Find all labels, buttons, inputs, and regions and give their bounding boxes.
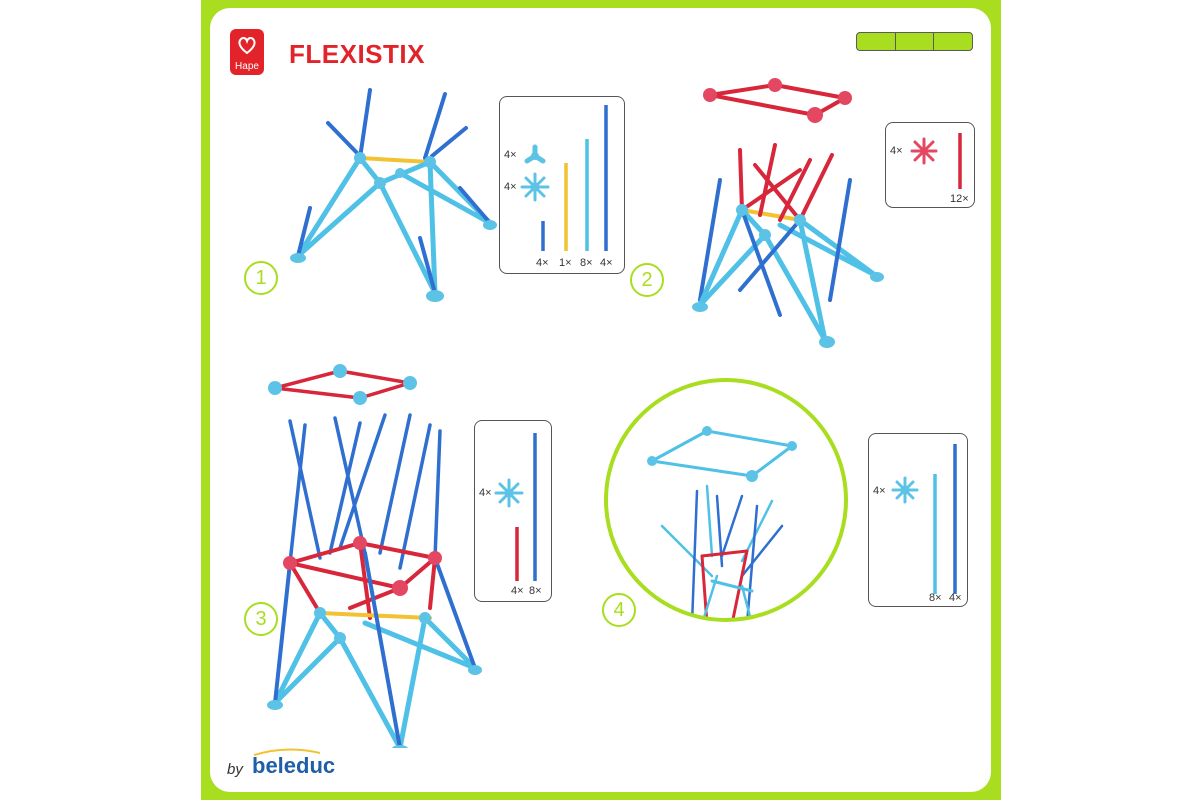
step-4-parts-box: 4× 8× 4× — [868, 433, 968, 607]
step-1-model — [290, 88, 497, 302]
instruction-sheet: Hape FLEXISTIX — [201, 0, 1001, 800]
step-2-model — [692, 78, 884, 348]
qty-rod-1: 8× — [929, 592, 942, 604]
difficulty-bar — [856, 32, 973, 51]
qty-connector-1: 4× — [504, 149, 517, 161]
step-3-number: 3 — [244, 602, 278, 636]
sheet-content: Hape FLEXISTIX — [210, 8, 991, 792]
product-title: FLEXISTIX — [289, 39, 425, 69]
star-connector-icon — [520, 172, 550, 202]
qty-connector: 4× — [479, 487, 492, 499]
beleduc-logo: beleduc — [252, 748, 336, 779]
beleduc-swirl-icon — [253, 748, 321, 756]
qty-rod-2: 4× — [949, 592, 962, 604]
hape-logo-text: Hape — [235, 61, 259, 72]
step-2-number: 2 — [630, 263, 664, 297]
qty-rod-2: 8× — [529, 585, 542, 597]
hape-logo: Hape — [230, 29, 264, 75]
step-4-number: 4 — [602, 593, 636, 627]
step-3-parts-box: 4× 4× 8× — [474, 420, 552, 602]
qty-connector: 4× — [890, 145, 903, 157]
qty-connector-2: 4× — [504, 181, 517, 193]
tri-connector-icon — [524, 144, 546, 164]
beleduc-text: beleduc — [252, 753, 336, 778]
qty-connector: 4× — [873, 485, 886, 497]
qty-rod-2: 1× — [559, 257, 572, 269]
star-connector-icon — [494, 478, 524, 508]
step-1-parts-box: 4× 4× 4× 1× 8× 4× — [499, 96, 625, 274]
step-3-model — [267, 364, 482, 748]
step-4-detail-circle — [604, 378, 848, 622]
hape-heart-icon — [238, 36, 256, 55]
star-connector-icon — [891, 476, 919, 504]
qty-rod: 12× — [950, 193, 969, 205]
qty-rod-3: 8× — [580, 257, 593, 269]
red-star-connector-icon — [910, 137, 938, 165]
step-1-number: 1 — [244, 261, 278, 295]
step-2-parts-box: 4× 12× — [885, 122, 975, 208]
qty-rod-1: 4× — [536, 257, 549, 269]
qty-rod-4: 4× — [600, 257, 613, 269]
qty-rod-1: 4× — [511, 585, 524, 597]
by-label: by — [227, 761, 243, 778]
